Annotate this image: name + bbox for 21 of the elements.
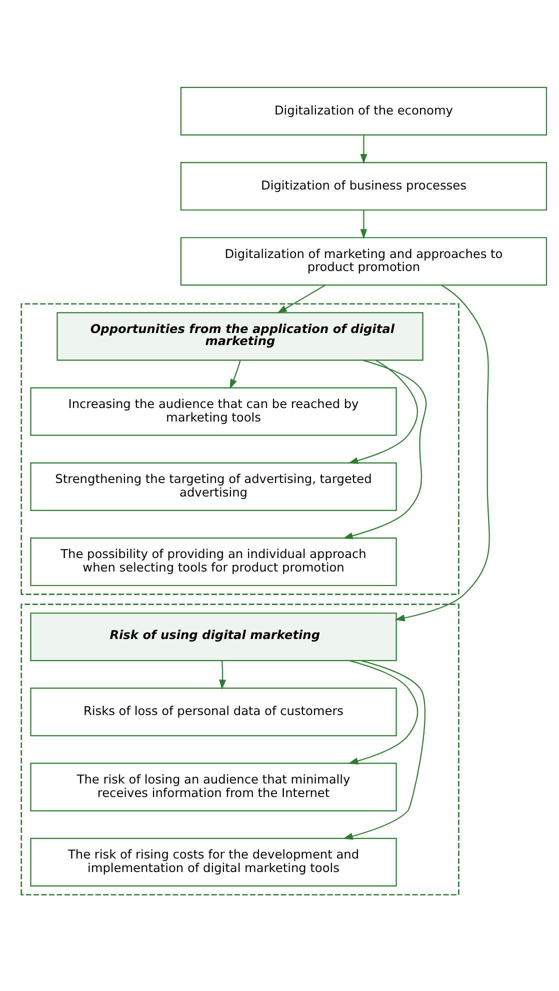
arrow — [348, 360, 418, 464]
node-box: The risk of rising costs for the development and implementation of digital marketing tools — [30, 838, 397, 886]
arrow — [342, 660, 426, 840]
node-box: Digitization of business processes — [180, 162, 548, 211]
arrow — [348, 660, 418, 764]
cluster — [20, 303, 460, 595]
arrow — [342, 360, 427, 540]
arrow — [360, 134, 368, 164]
node-box: Strengthening the targeting of advertising, targeted advertising — [30, 462, 397, 511]
node-box: The risk of losing an audience that minimally receives information from the Internet — [30, 762, 397, 812]
node-box: Increasing the audience that can be reached by marketing tools — [30, 387, 397, 436]
node-box: Opportunities from the application of digital marketing — [56, 312, 424, 361]
node-box: The possibility of providing an individual approach when selecting tools for product promotion — [30, 537, 397, 586]
node-box: Risks of loss of personal data of customers — [30, 688, 397, 736]
arrow — [219, 660, 226, 690]
arrow — [360, 210, 368, 240]
arrow — [230, 360, 241, 390]
node-box: Risk of using digital marketing — [30, 612, 397, 662]
cluster — [20, 604, 460, 896]
node-box: Digitalization of marketing and approaches to product promotion — [180, 237, 548, 286]
node-box: Digitalization of the economy — [180, 86, 548, 136]
